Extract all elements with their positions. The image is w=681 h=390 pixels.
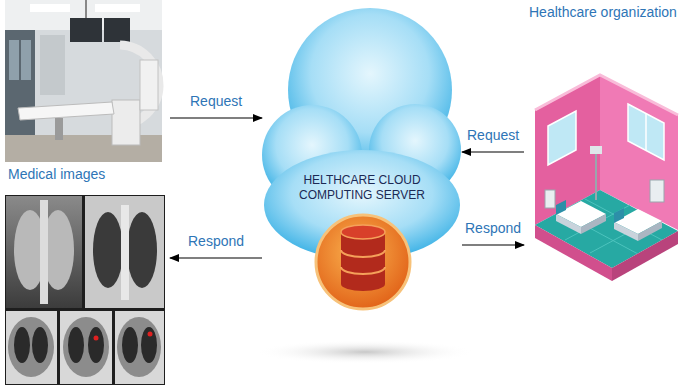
xray-images-part xyxy=(122,327,138,363)
room-photo-part xyxy=(9,40,19,80)
hospital-room-part xyxy=(645,113,647,150)
xray-images-part xyxy=(40,200,48,304)
organization-group: Healthcare organization xyxy=(524,0,679,292)
xray-images-part xyxy=(94,336,99,341)
flow-arrow xyxy=(170,117,262,118)
hospital-room-part xyxy=(614,222,638,241)
flow-arrow xyxy=(462,244,524,245)
xray-images-part xyxy=(127,212,157,288)
xray-images-part xyxy=(93,212,123,288)
database-icon-part xyxy=(341,232,385,284)
flow-arrow xyxy=(462,151,524,152)
xray-images-part xyxy=(63,317,109,377)
room-photo-part xyxy=(5,30,35,138)
xray-images-part xyxy=(14,327,30,363)
cloud-shadow xyxy=(255,340,475,364)
xray-images-part xyxy=(68,327,84,363)
room-photo-part xyxy=(5,0,162,162)
database-icon-part xyxy=(341,267,385,274)
edge-label: Request xyxy=(467,127,519,144)
hospital-room-part xyxy=(545,190,555,208)
xray-images-part xyxy=(32,327,48,363)
room-photo-part xyxy=(40,35,65,95)
room-photo xyxy=(5,0,162,162)
database-icon-part xyxy=(316,215,410,309)
room-photo-part xyxy=(95,4,140,12)
hospital-room-part xyxy=(548,111,576,165)
section-heading: Healthcare organization xyxy=(529,4,677,22)
hospital-room-part xyxy=(590,146,602,154)
database-icon-part xyxy=(341,250,385,257)
section-heading: Medical images xyxy=(8,166,105,184)
room-photo-part xyxy=(112,100,140,145)
image-source-group: Medical images xyxy=(0,0,170,388)
room-photo-part xyxy=(18,102,114,120)
hospital-room-part xyxy=(650,180,664,202)
xray-images-part xyxy=(60,311,112,384)
room-photo-part xyxy=(30,4,70,12)
xray-images-part xyxy=(115,311,164,384)
edge-label: Respond xyxy=(188,233,244,250)
xray-images-part xyxy=(8,317,54,377)
room-photo-part xyxy=(21,40,31,80)
room-photo-part xyxy=(70,18,102,42)
cloud-server: HELTHCARE CLOUD COMPUTING SERVER xyxy=(262,5,462,280)
hospital-room xyxy=(524,0,679,292)
xray-images-part xyxy=(5,195,165,385)
room-photo-part xyxy=(85,0,87,18)
database-icon xyxy=(316,215,410,309)
database-icon-part xyxy=(341,225,385,239)
hospital-room-part xyxy=(595,150,597,200)
xray-images-part xyxy=(121,205,129,300)
hospital-room-part xyxy=(638,221,662,241)
hospital-room-part xyxy=(581,214,606,234)
xray-images-part xyxy=(148,332,153,337)
xray-images-part xyxy=(6,311,57,384)
edge-label: Respond xyxy=(465,220,521,237)
xray-images-part xyxy=(117,317,161,377)
xray-images-part xyxy=(6,196,82,308)
server-label: HELTHCARE CLOUD COMPUTING SERVER xyxy=(287,173,437,203)
edge-label: Request xyxy=(190,93,242,110)
xray-images-part xyxy=(141,327,157,363)
hospital-room-part xyxy=(556,200,566,215)
medical-illustration xyxy=(0,0,170,388)
xray-images xyxy=(5,195,165,385)
database-icon-part xyxy=(341,277,385,291)
hospital-room-part xyxy=(535,75,678,115)
hospital-room-part xyxy=(535,225,612,281)
room-photo-part xyxy=(104,18,130,42)
room-photo-part xyxy=(55,118,63,140)
xray-images-part xyxy=(85,196,164,308)
hospital-room-part xyxy=(628,104,664,160)
xray-images-part xyxy=(88,327,104,363)
hospital-room-part xyxy=(612,231,678,281)
flow-arrow xyxy=(170,257,262,258)
hospital-room-part xyxy=(556,214,581,234)
hospital-room-part xyxy=(614,208,624,223)
cloud-shape xyxy=(262,5,462,280)
room-photo-part xyxy=(140,60,158,110)
